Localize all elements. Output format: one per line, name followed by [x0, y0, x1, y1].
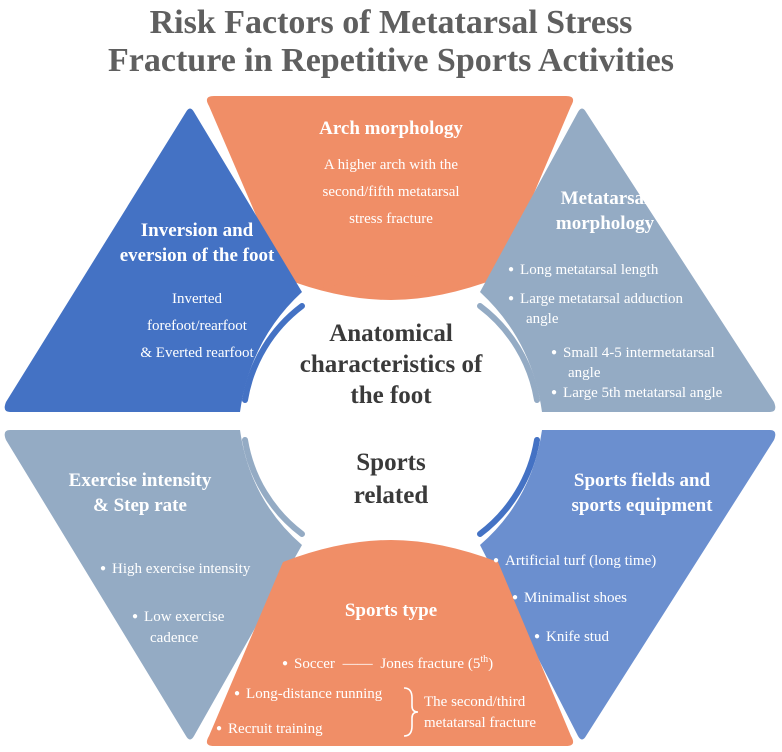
metatarsal-bullet-3-cont: angle: [568, 365, 601, 381]
arch-morphology-text: Arch morphology A higher arch with the s…: [262, 116, 520, 233]
exercise-intensity-panel: [4, 430, 303, 740]
ring-arc-lower-right: [477, 437, 540, 537]
ring-arc-top: [323, 267, 459, 289]
ring-arc-bottom: [323, 551, 459, 573]
sportstype-fracture: The second/third metatarsal fracture: [424, 692, 536, 734]
ring-arc-upper-right: [477, 303, 540, 403]
arch-morphology-title: Arch morphology: [319, 118, 463, 139]
metatarsal-bullet-3: ●Small 4-5 intermetatarsal: [551, 345, 715, 361]
arch-morphology-panel: [206, 96, 574, 300]
fields-title-line1: Sports fields and: [573, 470, 711, 491]
center-anatomical-line1: Anatomical: [329, 320, 453, 347]
fields-bullet-2: ●Minimalist shoes: [512, 590, 627, 606]
center-sports: Sports related: [311, 446, 471, 512]
inversion-body-line2: forefoot/rearfoot: [147, 318, 247, 334]
bracket: [403, 687, 419, 737]
exercise-title-line2: & Step rate: [93, 495, 187, 516]
inversion-title-line2: eversion of the foot: [119, 245, 275, 266]
exercise-title-line1: Exercise intensity: [68, 470, 212, 491]
metatarsal-bullet-2: ●Large metatarsal adduction: [508, 291, 684, 307]
metatarsal-title-line1: Metatarsal: [560, 188, 650, 209]
sportstype-running: ●Long-distance running: [234, 686, 383, 702]
sportstype-fracture-line1: The second/third: [424, 694, 526, 710]
arch-body-line3: stress fracture: [349, 211, 433, 227]
exercise-bullet-1: ●High exercise intensity: [100, 561, 251, 577]
fields-title-line2: sports equipment: [571, 495, 713, 516]
inversion-text: Inversion and eversion of the foot Inver…: [102, 218, 292, 367]
metatarsal-morphology-panel: [480, 108, 776, 412]
metatarsal-bullet-2-cont: angle: [526, 311, 559, 327]
sportstype-title: Sports type: [344, 600, 438, 621]
metatarsal-title: Metatarsal morphology: [510, 186, 700, 236]
arch-body-line2: second/fifth metatarsal: [322, 184, 460, 200]
center-sports-line2: related: [353, 482, 429, 509]
fields-bullet-1: ●Artificial turf (long time): [493, 553, 657, 569]
center-anatomical-line2: characteristics of: [299, 351, 483, 378]
center-anatomical-line3: the foot: [350, 382, 432, 409]
arch-body-line1: A higher arch with the: [323, 157, 459, 173]
center-anatomical: Anatomical characteristics of the foot: [291, 318, 491, 411]
ring-arc-upper-left: [242, 303, 305, 403]
exercise-bullet-2: ●Low exercise: [132, 609, 225, 625]
center-sports-line1: Sports: [356, 449, 426, 476]
inversion-panel: [4, 108, 303, 412]
metatarsal-title-line2: morphology: [555, 213, 655, 234]
sports-type-panel: [206, 540, 574, 746]
exercise-bullet-2-cont: cadence: [150, 630, 199, 646]
inversion-body-line1: Inverted: [172, 291, 222, 307]
inversion-title-line1: Inversion and: [140, 220, 254, 241]
exercise-title: Exercise intensity & Step rate: [40, 468, 240, 518]
fields-title: Sports fields and sports equipment: [542, 468, 742, 518]
inversion-body-line3: & Everted rearfoot: [140, 345, 254, 361]
sportstype-recruit: ●Recruit training: [216, 721, 323, 737]
metatarsal-bullet-1: ●Long metatarsal length: [508, 262, 659, 278]
sportstype-soccer: ●Soccer —— Jones fracture (5th): [282, 654, 494, 672]
page-title-line1: Risk Factors of Metatarsal Stress: [149, 4, 633, 41]
sportstype-fracture-line2: metatarsal fracture: [424, 715, 537, 731]
sports-fields-panel: [480, 430, 776, 740]
page-title-line2: Fracture in Repetitive Sports Activities: [108, 42, 674, 79]
fields-bullet-3: ●Knife stud: [534, 629, 609, 645]
metatarsal-bullet-4: ●Large 5th metatarsal angle: [551, 385, 723, 401]
ring-arc-lower-left: [242, 437, 305, 537]
